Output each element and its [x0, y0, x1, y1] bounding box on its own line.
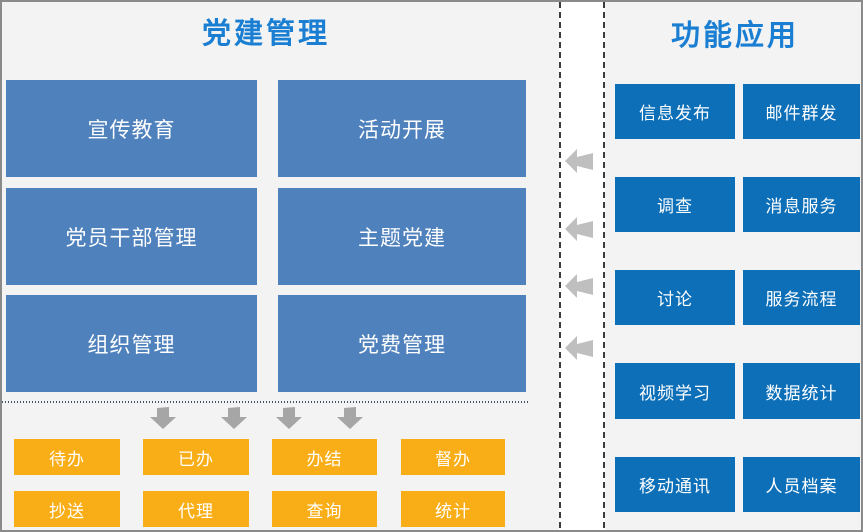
app-box-fuwuliucheng: 服务流程 — [743, 270, 860, 325]
task-box-duban: 督办 — [401, 439, 505, 475]
dashed-divider-left — [559, 2, 561, 530]
left-arrow-icon — [565, 217, 593, 241]
app-box-youjianqunfa: 邮件群发 — [743, 84, 860, 139]
module-box-zuzhiguanli: 组织管理 — [6, 295, 257, 392]
dotted-separator — [2, 401, 530, 403]
app-box-yidongtongxun: 移动通讯 — [615, 457, 735, 512]
down-arrow-icon — [221, 407, 247, 429]
down-arrow-icon — [150, 407, 176, 429]
app-box-renyuandangan: 人员档案 — [743, 457, 860, 512]
app-box-shipinxuexi: 视频学习 — [615, 363, 735, 419]
module-box-dangfeiguanli: 党费管理 — [278, 295, 526, 392]
task-box-yiban: 已办 — [143, 439, 249, 475]
down-arrow-icon — [337, 407, 363, 429]
right-panel-title: 功能应用 — [670, 20, 799, 52]
task-box-banjie: 办结 — [272, 439, 377, 475]
left-panel-title: 党建管理 — [201, 18, 330, 50]
task-box-daili: 代理 — [143, 491, 249, 527]
left-arrow-icon — [565, 274, 593, 298]
module-box-zhutidangjian: 主题党建 — [278, 188, 526, 285]
task-box-chaxun: 查询 — [272, 491, 377, 527]
module-box-xuanchuanjiaoyu: 宣传教育 — [6, 80, 257, 177]
down-arrow-icon — [276, 407, 302, 429]
app-box-shujutongji: 数据统计 — [743, 363, 860, 419]
left-arrow-icon — [565, 336, 593, 360]
app-box-xinxifabu: 信息发布 — [615, 84, 735, 139]
module-box-dangyuanganbu: 党员干部管理 — [6, 188, 257, 285]
divider-strip — [559, 2, 605, 530]
left-arrow-icon — [565, 149, 593, 173]
app-box-diaocha: 调查 — [615, 177, 735, 232]
module-box-huodongkaizhan: 活动开展 — [278, 80, 526, 177]
app-box-taolun: 讨论 — [615, 270, 735, 325]
task-box-daiban: 待办 — [14, 439, 120, 475]
task-box-tongji: 统计 — [401, 491, 505, 527]
dashed-divider-right — [603, 2, 605, 530]
task-box-chaosong: 抄送 — [14, 491, 120, 527]
app-box-xiaoxifuwu: 消息服务 — [743, 177, 860, 232]
